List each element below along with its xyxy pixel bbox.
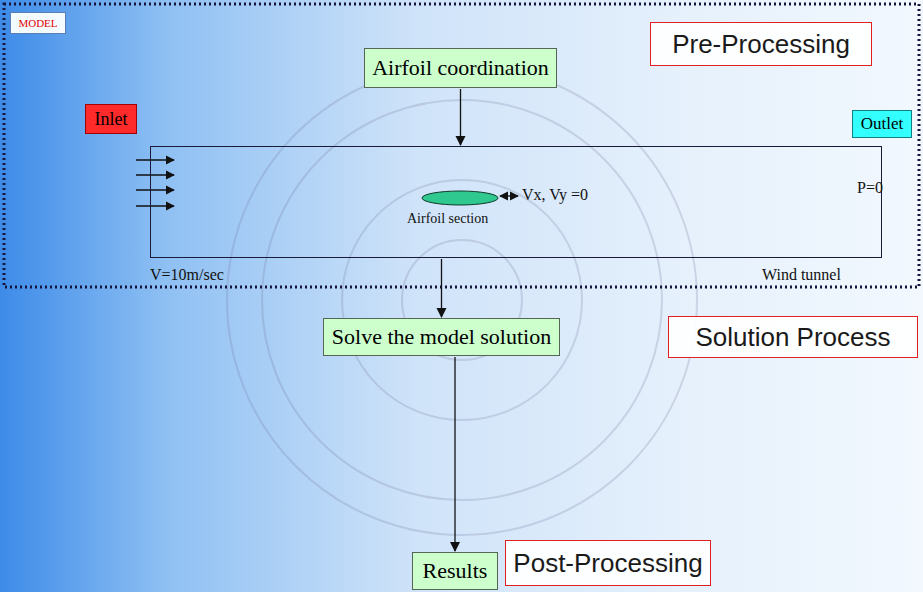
wall-condition-arrow [500, 195, 518, 196]
seal-ring [262, 100, 662, 500]
node-text: Pre-Processing [672, 29, 850, 60]
node-text: Post-Processing [513, 548, 702, 579]
model-tag: MODEL [10, 12, 66, 34]
flow-arrow [441, 259, 442, 317]
seal-ring [227, 65, 697, 535]
inflow-arrow [136, 205, 174, 206]
process-box: Results [412, 552, 498, 590]
inflow-arrow [136, 159, 174, 160]
stage-box: Pre-Processing [650, 22, 872, 66]
watermark-seal [227, 65, 697, 535]
tunnel-name: Wind tunnel [762, 266, 841, 284]
flow-arrow [454, 357, 455, 551]
inflow-arrows [136, 160, 174, 206]
node-text: P=0 [857, 179, 883, 197]
node-text: Outlet [861, 114, 904, 134]
stage-box: Solution Process [668, 316, 918, 358]
node-text: Inlet [95, 109, 128, 130]
boundary-condition: Vx, Vy =0 [522, 186, 588, 204]
process-box: Airfoil coordination [364, 48, 557, 88]
outlet-box: Outlet [852, 110, 912, 138]
node-text: Results [423, 558, 488, 584]
node-text: Solution Process [695, 322, 890, 353]
seal-ring [342, 180, 582, 420]
model-region [4, 4, 919, 287]
node-text: Airfoil coordination [372, 55, 549, 81]
node-text: Airfoil section [407, 211, 488, 227]
inlet-box: Inlet [85, 104, 137, 134]
node-text: MODEL [18, 17, 57, 29]
stage-box: Post-Processing [505, 540, 711, 586]
process-box: Solve the model solution [323, 318, 560, 356]
inflow-arrow [136, 174, 174, 175]
wind-tunnel-box: Airfoil section P=0 [150, 146, 882, 258]
airfoil-shape [422, 191, 498, 205]
flow-arrow [460, 89, 461, 145]
inflow-arrow [136, 189, 174, 190]
node-text: Solve the model solution [332, 324, 551, 350]
inlet-velocity: V=10m/sec [150, 266, 224, 284]
